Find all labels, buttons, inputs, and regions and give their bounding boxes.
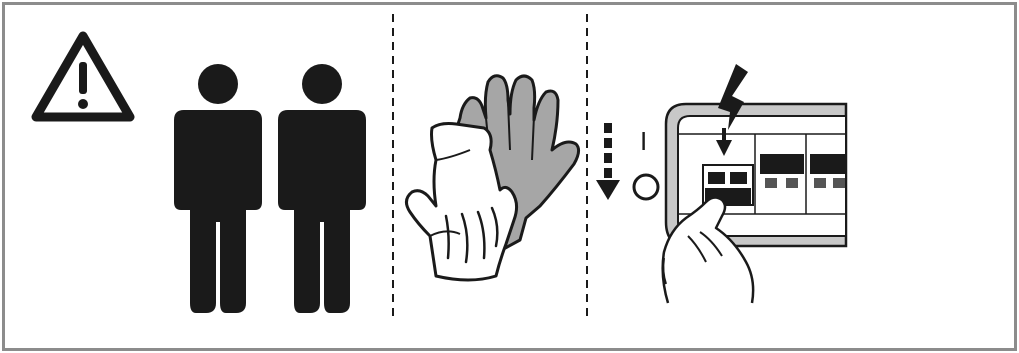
switch-off-symbol [634, 175, 658, 199]
person-icon [174, 64, 262, 313]
switch-on-symbol: I [640, 126, 647, 156]
warning-triangle-icon [36, 36, 130, 117]
switch-off-arrow-icon [596, 123, 620, 200]
person-icon [278, 64, 366, 313]
